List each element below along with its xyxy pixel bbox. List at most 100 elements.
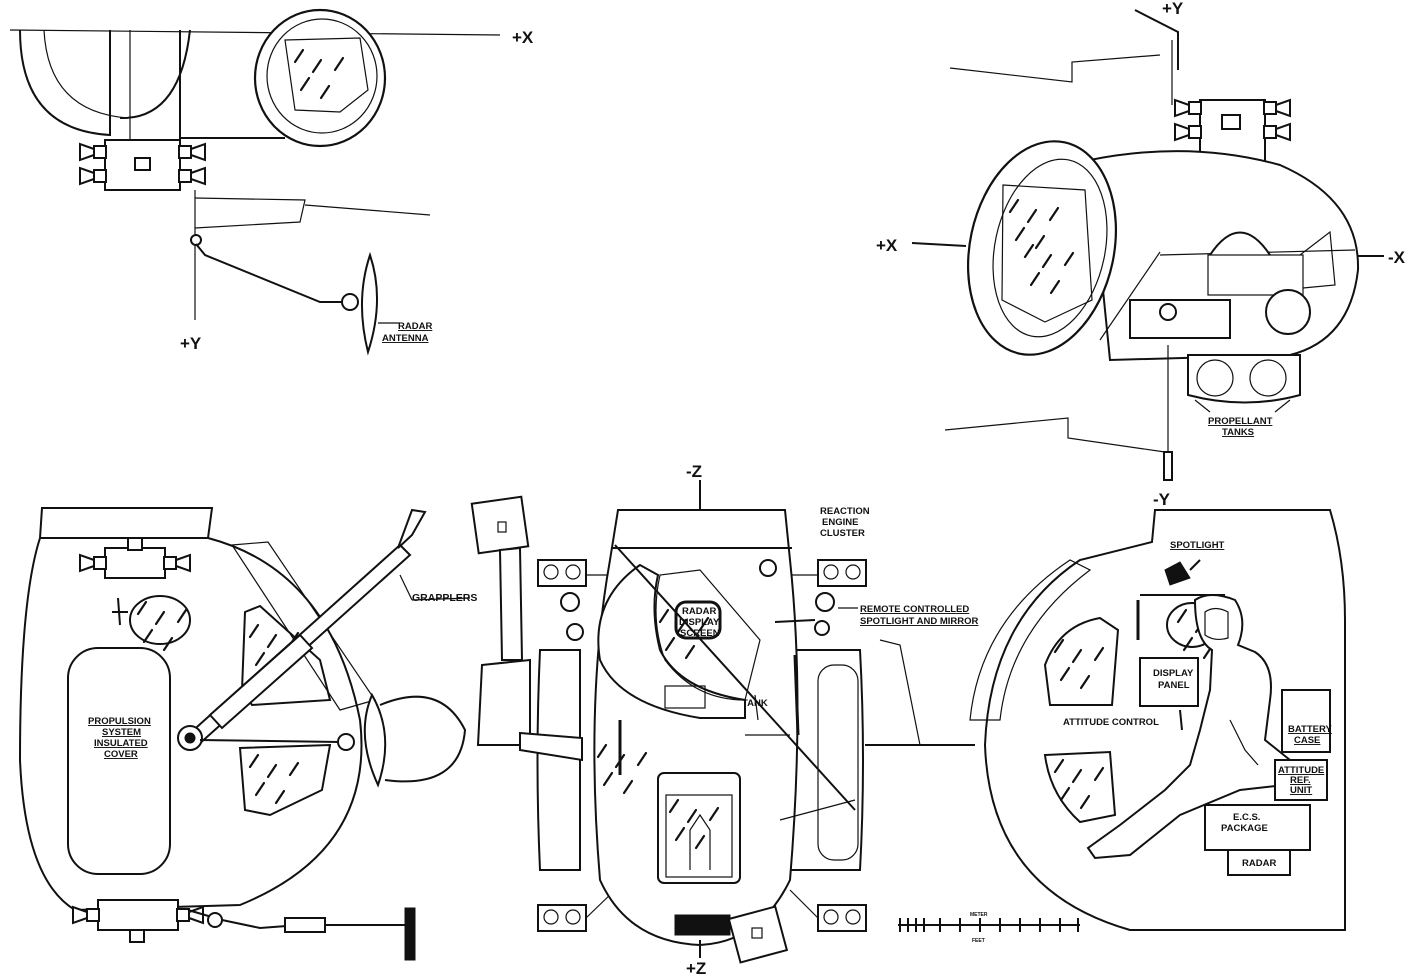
gauge-left-lower <box>566 623 584 641</box>
bottom-left-view: GRAPPLERS PROPULSION SYSTEM INSULATED CO… <box>18 507 477 961</box>
capsule-lower-edge <box>179 30 285 139</box>
spotlight-mirror-rod <box>774 619 816 623</box>
bottom-thruster-left <box>72 906 100 924</box>
astronaut-arm <box>1229 719 1259 766</box>
antenna-boom <box>195 243 345 303</box>
bottom-grapple-slot <box>751 927 763 939</box>
reference-lines-bottom <box>944 417 1166 453</box>
rcs-nozzle <box>823 564 839 580</box>
bottom-boom-joint <box>207 912 223 928</box>
viewport-glass <box>284 37 369 113</box>
radar-antenna-label-2: ANTENNA <box>382 333 429 344</box>
top-thruster-right <box>163 554 191 572</box>
attitude-ref-label-3: UNIT <box>1290 785 1312 796</box>
antenna-feed <box>341 293 359 311</box>
axis-label-plus-x: +X <box>512 28 534 47</box>
viewport-window <box>253 8 387 148</box>
propellant-tanks-label-2: TANKS <box>1222 427 1254 438</box>
bottom-thruster-right <box>176 906 204 924</box>
side-rail <box>793 654 800 736</box>
reaction-engine-label-1: REACTION <box>820 506 870 517</box>
grapplers-label: GRAPPLERS <box>412 592 477 604</box>
grapplers-leader <box>399 574 413 601</box>
radar-display-label-3: SCREEN <box>680 628 720 639</box>
thruster-r-right-lower <box>1263 123 1291 141</box>
rcs-nozzle <box>565 909 581 925</box>
battery-case-label-1: BATTERY <box>1288 724 1332 735</box>
side-window-lower <box>238 743 332 817</box>
right-wing-panel <box>789 649 864 871</box>
bottom-mount <box>674 914 731 936</box>
grappler-claw-slot <box>497 521 507 533</box>
radar-display-label-2: DISPLAY <box>679 617 720 628</box>
grappler-claw <box>397 508 427 549</box>
thruster-r-left-lower <box>1174 123 1202 141</box>
reaction-engine-label-2: ENGINE <box>822 517 858 528</box>
side-port <box>1265 289 1311 335</box>
propulsion-label-3: INSULATED <box>94 738 148 749</box>
grapplers-leader-2 <box>411 597 471 601</box>
display-panel-label-1: DISPLAY <box>1153 668 1194 679</box>
axis-label-plus-y: +Y <box>180 334 202 353</box>
reference-lines <box>194 197 431 229</box>
radar-antenna-label-1: RADAR <box>398 321 432 332</box>
lower-equipment-tray <box>1129 299 1231 339</box>
radar-display-screen <box>674 600 722 640</box>
propellant-leaders <box>1194 399 1291 413</box>
thruster-r-right-upper <box>1263 99 1291 117</box>
rcs-cluster-top-right <box>817 559 867 587</box>
canopy-frame <box>597 563 746 719</box>
upper-port-window <box>129 595 191 645</box>
axis-line-plus-x <box>9 29 501 36</box>
hull-shell-outer <box>969 559 1092 721</box>
lower-grappler-rod <box>199 739 341 743</box>
propellant-tank-right <box>1249 359 1287 397</box>
propellant-tank-left <box>1196 359 1234 397</box>
canopy-glass <box>655 569 761 701</box>
body-diagonal <box>1099 251 1161 341</box>
viewport-window-inner <box>266 18 378 134</box>
rcs-cluster-bottom-right <box>817 904 867 932</box>
upper-port <box>1209 231 1271 256</box>
axis-label-minus-x: -X <box>1388 248 1406 267</box>
rcs-cluster-top-left <box>537 559 587 587</box>
capsule-body-arc <box>19 29 111 137</box>
lower-hatch <box>657 772 741 884</box>
scale-bar-ticks <box>899 918 1079 932</box>
scale-bar: METER FEET <box>898 912 1080 944</box>
radar-box <box>1227 849 1291 876</box>
gauge-left-upper <box>560 592 580 612</box>
console-box <box>664 685 706 709</box>
attitude-control-label: ATTITUDE CONTROL <box>1063 717 1159 728</box>
lower-hatch-window <box>665 794 733 878</box>
propulsion-label-1: PROPULSION <box>88 716 151 727</box>
display-panel-label-2: PANEL <box>1158 680 1190 691</box>
tank-label: TANK <box>742 698 768 709</box>
capsule-inner-arc <box>43 29 129 119</box>
rcs-nozzle <box>845 909 861 925</box>
body-diagonal-strut <box>614 544 856 811</box>
lower-probe <box>1163 451 1173 481</box>
mast-joint <box>190 234 202 246</box>
rcs-cluster-bottom-left <box>537 904 587 932</box>
top-right-view: +Y -Y +X -X PROPELLANT TANKS <box>876 0 1406 509</box>
propellant-tanks-label-1: PROPELLANT <box>1208 416 1273 427</box>
rcs-nozzle <box>543 909 559 925</box>
rcs-struts <box>585 574 819 919</box>
top-left-view: +X +Y RADAR ANTENNA <box>9 8 534 356</box>
attitude-ref-label-2: REF. <box>1290 775 1311 786</box>
spotlight-arm <box>1189 559 1201 571</box>
axis-line-plus-x-right <box>911 242 967 247</box>
tank-fittings <box>745 694 790 736</box>
upper-thruster-box <box>1221 114 1241 130</box>
port-handle <box>112 597 128 626</box>
side-nozzle <box>519 731 583 762</box>
rcs-nozzle <box>565 564 581 580</box>
thruster-r-left-upper <box>1174 99 1202 117</box>
bottom-boom-sleeve <box>284 917 326 933</box>
reference-lines-top <box>949 54 1161 83</box>
propellant-tanks-housing <box>1187 354 1301 404</box>
spotlight-label: SPOTLIGHT <box>1170 540 1225 551</box>
axis-label-minus-y: -Y <box>1153 490 1171 509</box>
